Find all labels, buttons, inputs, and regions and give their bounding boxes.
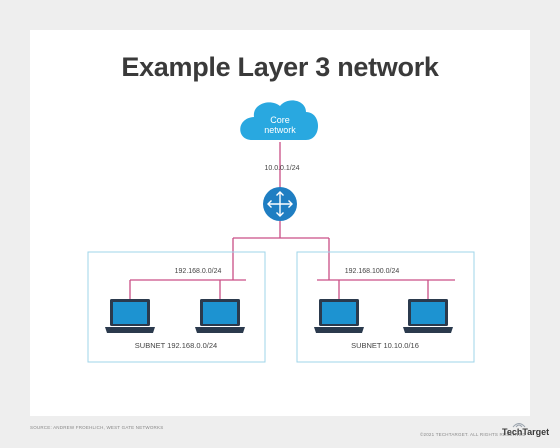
subnet-b-box: [296, 251, 475, 363]
router-icon: [263, 187, 297, 221]
laptop-icon: [403, 299, 453, 333]
laptop-icon: [314, 299, 364, 333]
brand-logo: TechTarget: [502, 427, 550, 437]
techtarget-logo-icon: [512, 423, 526, 428]
core-network-cloud: Core network: [240, 100, 318, 140]
subnet-a-network-ip: 192.168.0.0/24: [175, 268, 222, 275]
subnet-a-bus: [129, 279, 246, 299]
subnet-a-box: [87, 251, 266, 363]
laptop-icon: [105, 299, 155, 333]
subnet-b-network-ip: 192.168.100.0/24: [345, 268, 400, 275]
copyright-notice: ©2021 TECHTARGET. ALL RIGHTS RESERVED: [420, 432, 526, 437]
router-links: [232, 221, 330, 280]
subnet-b-bus: [317, 279, 455, 299]
diagram-title: Example Layer 3 network: [121, 52, 439, 82]
laptop-icon: [195, 299, 245, 333]
source-credit: SOURCE: ANDREW FROEHLICH, WEST GATE NETW…: [30, 425, 164, 430]
subnet-b-label: SUBNET 10.10.0/16: [351, 341, 419, 350]
cloud-label-line2: network: [264, 125, 296, 135]
subnet-a-label: SUBNET 192.168.0.0/24: [135, 341, 217, 350]
cloud-label-line1: Core: [270, 115, 290, 125]
core-ip-label: 10.0.0.1/24: [264, 165, 299, 172]
